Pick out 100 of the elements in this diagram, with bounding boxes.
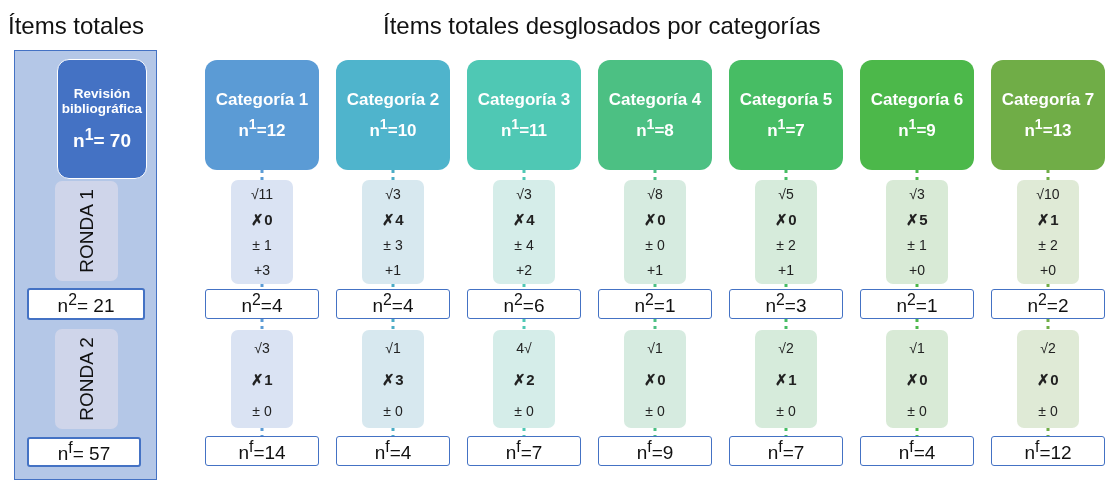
category-box (729, 60, 843, 170)
dotted-connector (653, 170, 657, 180)
accepted-count: √11 (250, 187, 274, 202)
dotted-connector (915, 170, 919, 180)
count-box (27, 288, 145, 320)
result-box (493, 180, 555, 284)
modified-count: ± 0 (514, 403, 534, 418)
count-text: n$^{2}$=2 (1027, 290, 1069, 318)
accepted-count: √2 (1040, 340, 1056, 355)
rejected-count: ✗1 (251, 371, 273, 387)
dotted-connector (522, 319, 526, 330)
dotted-connector (1046, 284, 1050, 289)
heading: Ítems totales (8, 12, 145, 40)
category-box (336, 60, 450, 170)
added-count: +1 (647, 262, 663, 277)
modified-count: ± 4 (514, 237, 534, 252)
count-box (729, 289, 843, 319)
accepted-count: √3 (385, 187, 401, 202)
count-text: n$^{1}$=7 (767, 115, 805, 141)
modified-count: ± 0 (776, 403, 796, 418)
dotted-connector (1046, 319, 1050, 330)
dotted-connector (391, 170, 395, 180)
result-box (362, 330, 424, 428)
count-text: n$^{2}$=6 (503, 290, 545, 318)
rejected-count: ✗0 (251, 212, 273, 228)
accepted-count: √8 (647, 187, 663, 202)
added-count: +2 (516, 262, 532, 277)
rejected-count: ✗1 (775, 371, 797, 387)
round-label: RONDA 1 (75, 189, 98, 273)
accepted-count: √1 (647, 340, 663, 355)
category-title: Categoría 5 (739, 89, 833, 110)
category-box (860, 60, 974, 170)
dotted-connector (653, 319, 657, 330)
rejected-count: ✗5 (906, 212, 928, 228)
count-text: n$^{1}$=10 (369, 115, 417, 141)
category-title: Categoría 4 (608, 89, 702, 110)
dotted-connector (522, 170, 526, 180)
count-text: n$^{1}$=11 (500, 115, 548, 141)
count-text: n$^{f}$=7 (505, 437, 543, 465)
result-box (755, 180, 817, 284)
dotted-connector (915, 284, 919, 289)
round-label: RONDA 2 (75, 337, 98, 421)
modified-count: ± 2 (776, 237, 796, 252)
count-box (205, 436, 319, 466)
dotted-connector (522, 284, 526, 289)
modified-count: ± 1 (252, 237, 272, 252)
count-text: n$^{2}$=1 (634, 290, 676, 318)
accepted-count: √10 (1036, 187, 1060, 202)
accepted-count: √1 (909, 340, 925, 355)
rejected-count: ✗0 (1037, 371, 1059, 387)
result-box (231, 330, 293, 428)
result-box (624, 180, 686, 284)
dotted-connector (784, 319, 788, 330)
count-text: n$^{f}$=12 (1024, 437, 1072, 465)
accepted-count: √1 (385, 340, 401, 355)
heading: Ítems totales desglosados por categorías (383, 12, 821, 40)
modified-count: ± 0 (907, 403, 927, 418)
added-count: +3 (254, 262, 270, 277)
count-text: n$^{2}$=1 (896, 290, 938, 318)
added-count: +1 (385, 262, 401, 277)
result-box (493, 330, 555, 428)
rejected-count: ✗4 (382, 212, 404, 228)
count-box (729, 436, 843, 466)
round-box (55, 329, 118, 429)
result-box (362, 180, 424, 284)
count-text: n$^{1}$=13 (1024, 115, 1072, 141)
count-box (991, 436, 1105, 466)
count-box (336, 436, 450, 466)
rejected-count: ✗0 (775, 212, 797, 228)
dotted-connector (1046, 170, 1050, 180)
accepted-count: √3 (516, 187, 532, 202)
count-text: n$^{2}$=4 (241, 290, 283, 318)
accepted-count: √2 (778, 340, 794, 355)
dotted-connector (784, 284, 788, 289)
count-box (27, 437, 141, 467)
rejected-count: ✗0 (644, 212, 666, 228)
rejected-count: ✗0 (906, 371, 928, 387)
rejected-count: ✗0 (644, 371, 666, 387)
dotted-connector (391, 284, 395, 289)
count-text: n$^{f}$=4 (374, 437, 412, 465)
source-title: Revisión bibliográfica (60, 85, 144, 116)
accepted-count: √3 (909, 187, 925, 202)
dotted-connector (653, 284, 657, 289)
dotted-connector (260, 170, 264, 180)
count-text: n$^{f}$=7 (767, 437, 805, 465)
count-text: n$^{1}$=9 (898, 115, 936, 141)
count-text: n$^{f}$=4 (898, 437, 936, 465)
accepted-count: √5 (778, 187, 794, 202)
result-box (886, 330, 948, 428)
added-count: +1 (778, 262, 794, 277)
added-count: +0 (909, 262, 925, 277)
round-box (55, 181, 118, 281)
category-title: Categoría 6 (870, 89, 964, 110)
dotted-connector (784, 170, 788, 180)
count-text: n$^{2}$=3 (765, 290, 807, 318)
count-text: n$^{f}$=9 (636, 437, 674, 465)
category-box (205, 60, 319, 170)
category-box (467, 60, 581, 170)
count-box (860, 436, 974, 466)
count-box (860, 289, 974, 319)
